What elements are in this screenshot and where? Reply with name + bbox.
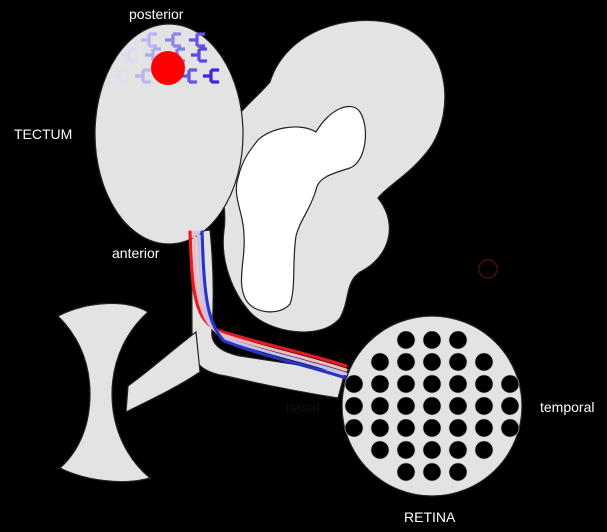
retinal-cell-icon xyxy=(449,353,467,371)
retinal-cell-icon xyxy=(423,441,441,459)
retinal-cell-icon xyxy=(449,419,467,437)
retinal-cell-icon xyxy=(397,353,415,371)
retinal-cell-icon xyxy=(423,419,441,437)
temporal-label: temporal xyxy=(540,399,594,415)
nasal-label: nasal xyxy=(286,399,319,415)
retinal-cell-icon xyxy=(397,463,415,481)
retinal-cell-icon xyxy=(449,331,467,349)
retinal-cell-icon xyxy=(371,419,389,437)
retinal-cell-icon xyxy=(371,375,389,393)
retinal-cell-icon xyxy=(475,375,493,393)
retinal-cell-icon xyxy=(397,441,415,459)
retinal-cell-icon xyxy=(423,331,441,349)
retinal-cell-icon xyxy=(475,419,493,437)
retinal-cell-icon xyxy=(345,375,363,393)
retinal-cell-icon xyxy=(397,375,415,393)
tectal-target-spot xyxy=(151,51,185,85)
retinal-cell-icon xyxy=(475,441,493,459)
retinal-cell-icon xyxy=(501,397,519,415)
retinal-cell-icon xyxy=(397,419,415,437)
retinal-cell-icon xyxy=(449,397,467,415)
retinal-cell-icon xyxy=(423,375,441,393)
retinal-cell-icon xyxy=(371,353,389,371)
retinal-cell-icon xyxy=(397,331,415,349)
retinal-cell-icon xyxy=(449,441,467,459)
retinal-cell-icon xyxy=(475,353,493,371)
tectum-label: TECTUM xyxy=(14,126,72,142)
retinal-cell-icon xyxy=(423,353,441,371)
retinal-cell-icon xyxy=(397,397,415,415)
retinal-cell-icon xyxy=(423,463,441,481)
retinal-cell-icon xyxy=(345,397,363,415)
retinal-cell-icon xyxy=(501,419,519,437)
anterior-label: anterior xyxy=(112,245,159,261)
posterior-label: posterior xyxy=(129,6,183,22)
retinal-cell-icon xyxy=(501,375,519,393)
retinal-cell-icon xyxy=(475,397,493,415)
retinal-cell-icon xyxy=(423,397,441,415)
retinal-cell-icon xyxy=(371,397,389,415)
retinal-cell-icon xyxy=(449,463,467,481)
retina-label: RETINA xyxy=(404,509,455,525)
retinal-cell-icon xyxy=(449,375,467,393)
retinal-cell-icon xyxy=(371,441,389,459)
retinal-cell-icon xyxy=(345,419,363,437)
